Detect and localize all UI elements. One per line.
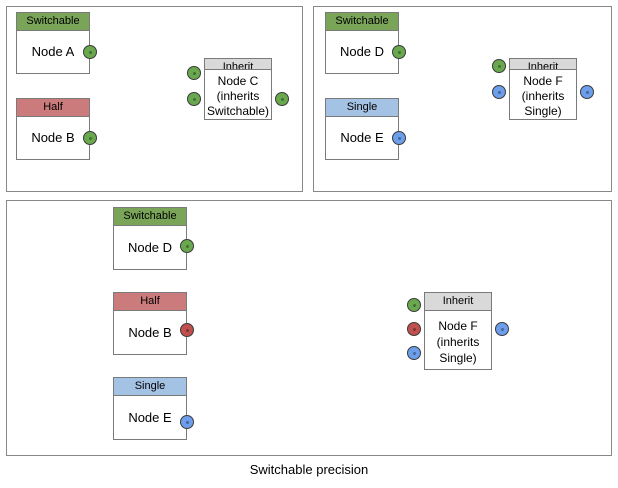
node-b-bottom[interactable]: Half Node B <box>113 292 187 355</box>
node-c-output-port[interactable] <box>275 92 289 106</box>
node-c-body-label: Node C (inherits Switchable) <box>206 74 270 118</box>
node-e-bottom-output-port[interactable] <box>180 415 194 429</box>
node-c-input-port-1[interactable] <box>187 66 201 80</box>
panel-bottom <box>6 200 612 456</box>
port-dot-icon <box>185 328 189 332</box>
node-d-output-port[interactable] <box>392 45 406 59</box>
node-b[interactable]: Half Node B <box>16 98 90 160</box>
port-dot-icon <box>500 327 504 331</box>
node-e-body-label: Node E <box>340 130 384 145</box>
port-dot-icon <box>280 97 284 101</box>
node-a[interactable]: Switchable Node A <box>16 12 90 74</box>
node-f-bottom-input-port-2[interactable] <box>407 322 421 336</box>
node-f-bottom-output-port[interactable] <box>495 322 509 336</box>
node-e-bottom-body-label: Node E <box>128 409 172 425</box>
node-e-bottom[interactable]: Single Node E <box>113 377 187 440</box>
node-f-bottom-body-label: Node F (inherits Single) <box>436 319 480 365</box>
node-d-bottom-header-label: Switchable <box>114 208 186 226</box>
node-f-top-body-label: Node F (inherits Single) <box>521 74 565 118</box>
port-dot-icon <box>185 244 189 248</box>
node-b-output-port[interactable] <box>83 131 97 145</box>
port-dot-icon <box>497 90 501 94</box>
node-d-body-label: Node D <box>339 44 385 59</box>
port-dot-icon <box>88 50 92 54</box>
port-dot-icon <box>185 420 189 424</box>
node-e[interactable]: Single Node E <box>325 98 399 160</box>
node-f-bottom-input-port-3[interactable] <box>407 346 421 360</box>
node-c-header-label: Inherit <box>205 59 271 70</box>
node-b-bottom-header-label: Half <box>114 293 186 311</box>
node-d[interactable]: Switchable Node D <box>325 12 399 74</box>
port-dot-icon <box>397 50 401 54</box>
port-dot-icon <box>192 71 196 75</box>
node-f-top-input-port-2[interactable] <box>492 85 506 99</box>
node-a-output-port[interactable] <box>83 45 97 59</box>
port-dot-icon <box>88 136 92 140</box>
node-b-body-label: Node B <box>31 130 75 145</box>
node-f-bottom[interactable]: Inherit Node F (inherits Single) <box>424 292 492 370</box>
node-d-bottom[interactable]: Switchable Node D <box>113 207 187 270</box>
node-c[interactable]: Inherit Node C (inherits Switchable) <box>204 58 272 120</box>
node-a-body-label: Node A <box>31 44 75 59</box>
node-d-header-label: Switchable <box>326 13 398 31</box>
port-dot-icon <box>397 136 401 140</box>
port-dot-icon <box>192 97 196 101</box>
node-f-top-header-label: Inherit <box>510 59 576 70</box>
port-dot-icon <box>497 64 501 68</box>
node-b-bottom-body-label: Node B <box>128 324 172 340</box>
port-dot-icon <box>412 351 416 355</box>
node-d-bottom-body-label: Node D <box>127 239 173 255</box>
node-a-header-label: Switchable <box>17 13 89 31</box>
node-f-top-output-port[interactable] <box>580 85 594 99</box>
node-c-input-port-2[interactable] <box>187 92 201 106</box>
node-b-header-label: Half <box>17 99 89 117</box>
node-b-bottom-output-port[interactable] <box>180 323 194 337</box>
diagram-caption: Switchable precision <box>249 462 369 477</box>
node-e-header-label: Single <box>326 99 398 117</box>
node-d-bottom-output-port[interactable] <box>180 239 194 253</box>
node-f-bottom-header-label: Inherit <box>425 293 491 311</box>
node-f-top[interactable]: Inherit Node F (inherits Single) <box>509 58 577 120</box>
node-f-top-input-port-1[interactable] <box>492 59 506 73</box>
node-f-bottom-input-port-1[interactable] <box>407 298 421 312</box>
port-dot-icon <box>585 90 589 94</box>
port-dot-icon <box>412 327 416 331</box>
port-dot-icon <box>412 303 416 307</box>
node-e-output-port[interactable] <box>392 131 406 145</box>
node-e-bottom-header-label: Single <box>114 378 186 396</box>
